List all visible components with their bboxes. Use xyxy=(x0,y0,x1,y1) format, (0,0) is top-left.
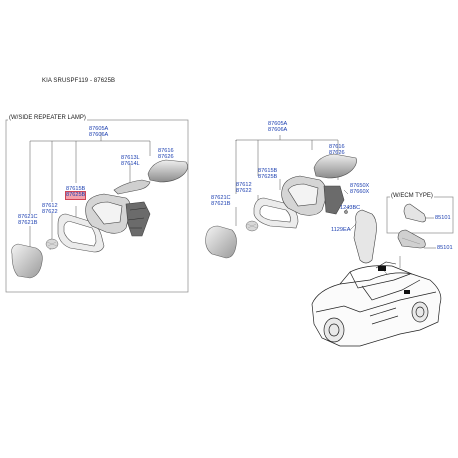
part-number: 87605A xyxy=(268,121,288,127)
label-87615B[interactable]: 87615B 87625B xyxy=(64,186,87,200)
inside-rear-view-mirror xyxy=(397,229,426,249)
part-number: 87622 xyxy=(236,188,252,195)
label-87621C[interactable]: 87621C 87621B xyxy=(18,214,38,227)
part-number: 87615B xyxy=(258,168,278,174)
part-number: 87621C xyxy=(18,214,38,220)
part-number: 87606A xyxy=(268,127,288,134)
label-87613L[interactable]: 87613L 87614L xyxy=(121,155,140,168)
part-number: 85101 xyxy=(437,245,453,251)
right-scalp-cover xyxy=(313,153,357,179)
vehicle-illustration xyxy=(311,261,442,347)
part-number: 87616 xyxy=(158,148,174,154)
label-1129EA[interactable]: 1129EA xyxy=(331,227,351,233)
part-number: 87660X xyxy=(350,189,370,196)
part-number: 1129EA xyxy=(331,227,351,233)
part-number: 87621B xyxy=(18,220,38,227)
part-number: 85101 xyxy=(435,215,451,221)
vehicle-mirror-markers xyxy=(378,266,410,294)
left-frame-label: (W/SIDE REPEATER LAMP) xyxy=(8,115,87,121)
part-number: 87621B xyxy=(211,201,231,208)
left-lamp-cover-strip xyxy=(113,179,151,195)
screw xyxy=(344,210,348,214)
part-number: 1243BC xyxy=(340,205,361,211)
label-85101[interactable]: 85101 xyxy=(437,245,453,251)
label-87615B-right[interactable]: 87615B 87625B xyxy=(258,168,277,181)
part-number: 87622 xyxy=(42,209,58,216)
left-mirror-housing xyxy=(85,193,151,237)
label-87616-right[interactable]: 87616 87626 xyxy=(329,144,345,157)
ecm-mirror-bracket xyxy=(353,209,377,264)
label-85101-ecm[interactable]: 85101 xyxy=(435,215,451,221)
label-87612[interactable]: 87612 87622 xyxy=(42,203,58,216)
part-number: 87612 xyxy=(42,203,58,209)
part-number: 87626 xyxy=(329,150,345,157)
label-1243BC[interactable]: 1243BC xyxy=(340,205,360,211)
right-repeater-lamp xyxy=(245,220,259,232)
left-mirror-glass xyxy=(11,243,43,279)
label-87621C-right[interactable]: 87621C 87621B xyxy=(211,195,231,208)
part-number: 87650X xyxy=(350,183,370,189)
part-number: 87625B xyxy=(258,174,278,181)
part-number: 87626 xyxy=(158,154,174,161)
right-mirror-glass xyxy=(205,225,237,259)
label-87650X[interactable]: 87650X 87660X xyxy=(350,183,369,196)
left-section-frame xyxy=(5,119,189,293)
right-mirror-housing xyxy=(281,175,345,216)
part-number: 87605A xyxy=(89,126,109,132)
label-87605A[interactable]: 87605A 87606A xyxy=(89,126,108,139)
part-number: 87614L xyxy=(121,161,140,168)
part-number: 87606A xyxy=(89,132,109,139)
part-number: 87621C xyxy=(211,195,231,201)
label-87612-right[interactable]: 87612 87622 xyxy=(236,182,252,195)
label-87605A-right[interactable]: 87605A 87606A xyxy=(268,121,287,134)
ecm-mirror-assy xyxy=(403,203,426,223)
part-number: 87616 xyxy=(329,144,345,150)
part-number: 87615B xyxy=(66,186,86,192)
label-87616[interactable]: 87616 87626 xyxy=(158,148,174,161)
left-scalp-cover xyxy=(147,159,188,183)
part-number-highlighted: 87625B xyxy=(64,191,87,200)
diagram-title: KIA SRUSPF119 - 87625B xyxy=(42,78,116,84)
part-number: 87613L xyxy=(121,155,140,161)
part-number: 87612 xyxy=(236,182,252,188)
ecm-frame-label: (W/ECM TYPE) xyxy=(390,193,434,199)
left-repeater-lamp xyxy=(45,238,59,250)
